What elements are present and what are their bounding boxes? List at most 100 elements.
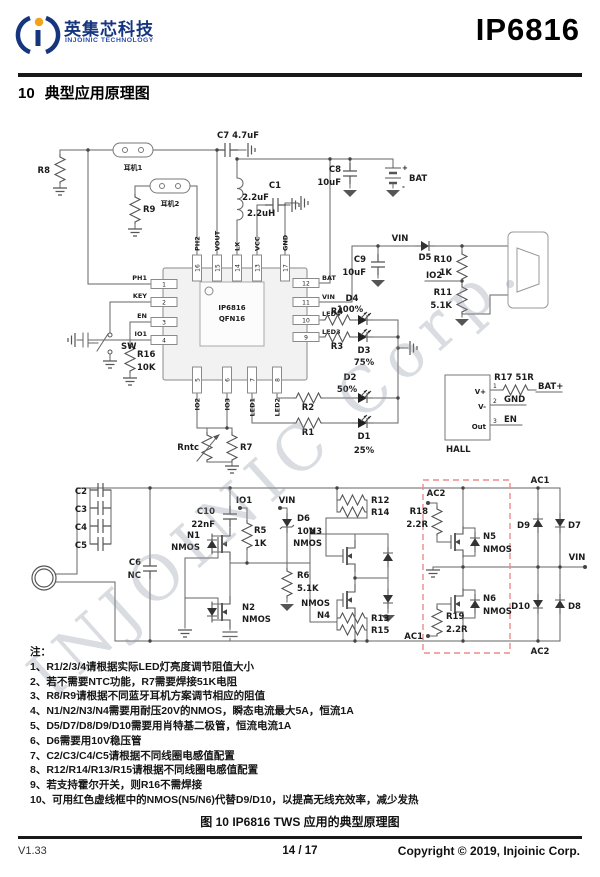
ic-pin-names: PH1 KEY EN IO1 BAT VIN LED4 LED3 PH2 VOU… — [132, 230, 341, 416]
label-c6: C6 — [129, 558, 141, 568]
ground — [224, 465, 240, 474]
diode-d10 — [532, 593, 544, 615]
label-bat-plus: + — [402, 164, 408, 172]
svg-text:LED4: LED4 — [322, 310, 341, 318]
label-hall-vm: V- — [478, 403, 486, 411]
label-n3-nmos: NMOS — [293, 539, 322, 549]
svg-text:14: 14 — [235, 264, 242, 272]
ground — [127, 228, 143, 237]
figure-caption: 图 10 IP6816 TWS 应用的典型原理图 — [200, 815, 400, 829]
led-d3 — [351, 328, 374, 343]
ground — [52, 187, 68, 196]
resistor-r10 — [456, 250, 468, 282]
svg-text:8: 8 — [275, 378, 282, 382]
label-c8: C8 — [329, 165, 341, 175]
svg-text:16: 16 — [195, 264, 202, 272]
label-d4v: 100% — [337, 305, 364, 315]
label-c1: C1 — [269, 181, 281, 191]
svg-text:17: 17 — [283, 264, 290, 272]
label-hall-pin2: 2 — [493, 398, 497, 405]
switch-sw — [107, 332, 113, 355]
svg-text:10: 10 — [302, 318, 310, 325]
label-d1: D1 — [358, 432, 371, 442]
label-ac2-rail: AC2 — [531, 647, 550, 657]
note-item-10: 10、可用红色虚线框中的NMOS(N5/N6)代替D9/D10，以提高无线充效率… — [30, 793, 419, 806]
ic-pin1-mark — [204, 286, 214, 296]
label-d10: D10 — [511, 602, 530, 612]
header-rule — [18, 73, 582, 77]
ground — [122, 377, 138, 386]
label-r5: R5 — [254, 526, 267, 536]
label-c8v: 10uF — [317, 178, 341, 188]
note-item-5: 5、D5/D7/D8/D9/D10需要用肖特基二极管，恒流电流1A — [30, 719, 292, 732]
nmos-n2 — [217, 595, 231, 629]
footer-rule — [18, 836, 582, 839]
charging-contact — [507, 231, 549, 309]
svg-text:PH1: PH1 — [132, 274, 147, 282]
label-r18v: 2.2R — [406, 520, 428, 530]
section-text: 典型应用原理图 — [44, 85, 150, 102]
ground — [343, 190, 357, 197]
svg-text:4: 4 — [162, 338, 166, 345]
label-r1: R1 — [302, 428, 315, 438]
resistor-r8 — [54, 153, 66, 185]
svg-text:KEY: KEY — [133, 292, 147, 300]
svg-text:BAT: BAT — [322, 274, 336, 282]
label-ac1-box: AC1 — [404, 632, 423, 642]
ground — [67, 332, 76, 348]
label-hall: HALL — [446, 445, 471, 455]
wires-coil-caps — [55, 487, 561, 642]
label-hall-pin3: 3 — [493, 418, 497, 425]
label-r8: R8 — [38, 166, 51, 176]
label-c6v: NC — [128, 571, 141, 581]
svg-text:IO3: IO3 — [224, 398, 232, 410]
wires-power-rail — [236, 158, 394, 284]
label-bat-minus: - — [402, 183, 405, 191]
capacitor-c5 — [89, 536, 112, 552]
label-r14: R14 — [371, 508, 389, 518]
label-hall-out: Out — [472, 423, 487, 431]
svg-text:9: 9 — [304, 335, 308, 342]
label-en-net: EN — [504, 415, 517, 425]
label-ac1-rail: AC1 — [531, 476, 550, 486]
label-d4: D4 — [346, 294, 359, 304]
ic-pin-boxes — [150, 254, 320, 394]
resistor-rntc — [201, 431, 213, 463]
capacitor-c6 — [142, 557, 158, 580]
zener-d6 — [279, 512, 295, 534]
label-r2: R2 — [302, 403, 315, 413]
label-c7: C7 4.7uF — [217, 131, 259, 141]
svg-text:13: 13 — [255, 264, 262, 272]
led-d1 — [351, 414, 374, 429]
capacitor-c7 — [216, 142, 239, 158]
body-diode-n6 — [469, 593, 481, 615]
svg-text:LED3: LED3 — [322, 328, 341, 336]
label-io1-net: IO1 — [236, 496, 252, 506]
label-jack2: 耳机2 — [161, 199, 180, 208]
label-r16v: 10K — [137, 363, 156, 373]
label-n1: N1 — [187, 531, 200, 541]
svg-text:11: 11 — [302, 300, 310, 307]
svg-text:5: 5 — [195, 378, 202, 382]
svg-text:LED1: LED1 — [249, 398, 257, 417]
label-d3v: 75% — [354, 358, 375, 368]
label-d7: D7 — [568, 521, 581, 531]
label-d6v: 10V — [297, 527, 316, 537]
diode-d9 — [532, 512, 544, 534]
svg-text:VOUT: VOUT — [214, 230, 222, 251]
label-r16: R16 — [137, 350, 155, 360]
label-n1-nmos: NMOS — [171, 543, 200, 553]
brand-name-cn: 英集芯科技 — [64, 20, 154, 39]
label-n5: N5 — [483, 532, 496, 542]
label-c2: C2 — [75, 487, 87, 497]
part-number: IP6816 — [475, 12, 580, 47]
label-c9: C9 — [354, 255, 366, 265]
svg-text:2: 2 — [162, 300, 166, 307]
label-io2-net: IO2 — [426, 271, 442, 281]
label-c9v: 10uF — [342, 268, 366, 278]
label-r5v: 1K — [254, 539, 267, 549]
capacitor-c3 — [89, 500, 112, 516]
label-vin-net: VIN — [392, 234, 409, 244]
